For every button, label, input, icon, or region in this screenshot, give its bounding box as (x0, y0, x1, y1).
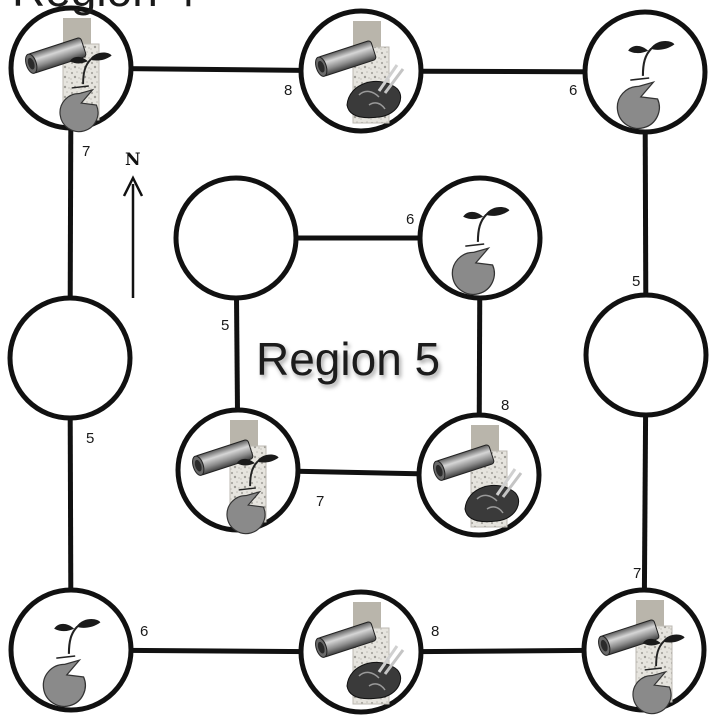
plant-sprout-icon (59, 52, 112, 133)
node-outer-e (583, 292, 709, 418)
nodes-layer (7, 5, 709, 715)
region-label: Region 5 (256, 333, 440, 385)
north-arrow-head (122, 175, 144, 197)
labels-layer: 8 6 7 5 5 7 6 8 6 5 8 7 (82, 82, 641, 640)
north-label: N (125, 150, 141, 170)
pipe-icon (433, 444, 495, 481)
node-outer-se (581, 587, 707, 715)
edge-weight-label: 6 (406, 211, 414, 228)
edge-weight-label: 7 (316, 493, 324, 510)
node-inner-nw (173, 175, 299, 301)
dirt-pile-icon (346, 64, 405, 119)
node-outer-w (7, 295, 133, 421)
edge-weight-label: 6 (569, 82, 577, 99)
node-circle (417, 175, 543, 301)
edge-weight-label: 5 (221, 317, 229, 334)
edge-weight-label: 6 (140, 623, 148, 640)
pipe-icon (315, 621, 377, 658)
edge-weight-label: 8 (284, 82, 292, 99)
plant-sprout-icon (42, 618, 101, 708)
edge-weight-label: 5 (86, 430, 94, 447)
plant-sprout-icon (616, 40, 675, 130)
node-outer-n (298, 8, 424, 134)
node-circle (583, 292, 709, 418)
edge-weight-label: 8 (501, 397, 509, 414)
node-outer-ne (582, 9, 708, 135)
dirt-pile-icon (346, 645, 405, 700)
north-arrow: N (122, 150, 144, 298)
plant-sprout-icon (632, 634, 685, 715)
node-outer-sw (8, 587, 134, 713)
pipe-icon (598, 619, 660, 656)
plant-sprout-icon (226, 454, 279, 535)
pipe-icon (25, 37, 87, 74)
node-inner-ne (417, 175, 543, 301)
node-circle (8, 587, 134, 713)
pipe-icon (192, 439, 254, 476)
node-circle (173, 175, 299, 301)
plant-sprout-icon (451, 206, 510, 296)
node-circle (7, 295, 133, 421)
pipe-icon (315, 40, 377, 77)
node-inner-sw (175, 407, 301, 535)
page-title: Region 4 (12, 0, 196, 16)
edge-weight-label: 7 (82, 143, 90, 160)
edge-weight-label: 7 (633, 565, 641, 582)
node-inner-se (416, 412, 542, 538)
node-outer-nw (8, 5, 134, 133)
edge-weight-label: 5 (632, 273, 640, 290)
edge-weight-label: 8 (431, 623, 439, 640)
dirt-pile-icon (464, 468, 523, 523)
node-outer-s (298, 589, 424, 715)
node-circle (582, 9, 708, 135)
